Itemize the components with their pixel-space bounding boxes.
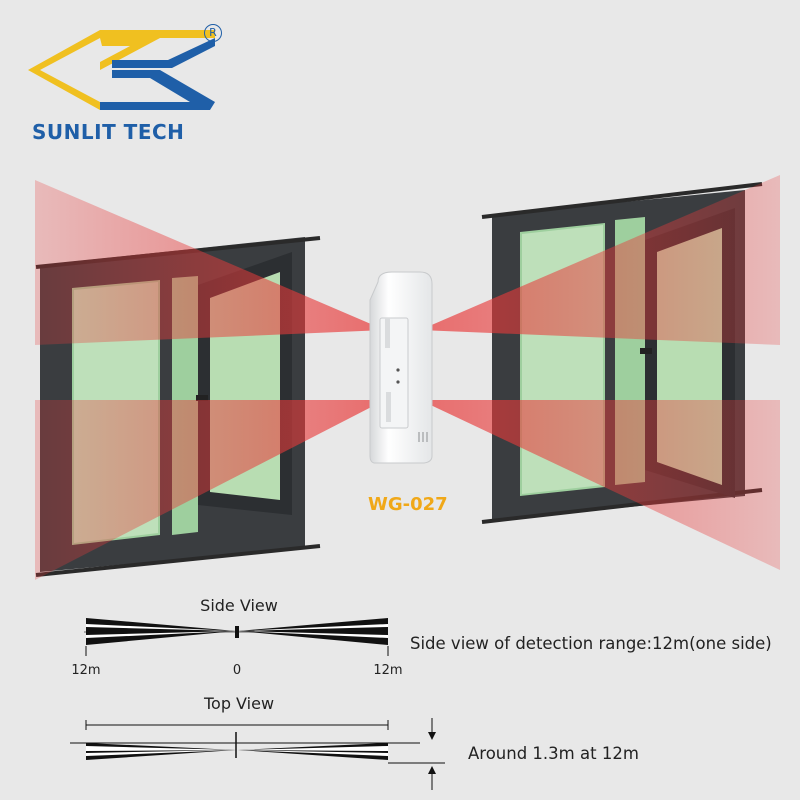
side-view-diagram	[84, 618, 389, 656]
top-view-diagram	[70, 720, 445, 764]
top-view-title: Top View	[203, 694, 275, 713]
side-view-right-label: 12m	[373, 663, 403, 678]
logo-mark	[28, 30, 215, 110]
dimension-arrows	[428, 718, 436, 790]
brand-name: SUNLIT TECH	[32, 120, 185, 144]
registered-trademark-icon: R	[204, 24, 222, 42]
model-number: WG-027	[368, 494, 448, 515]
side-view-left-label: 12m	[71, 663, 101, 678]
side-view-title: Side View	[200, 596, 278, 615]
side-view-description: Side view of detection range:12m(one sid…	[410, 634, 772, 653]
sensor-device	[369, 271, 433, 464]
side-view-center-label: 0	[232, 663, 242, 678]
left-detection-beams	[35, 180, 385, 580]
top-view-description: Around 1.3m at 12m	[468, 744, 639, 763]
right-detection-beams	[420, 175, 780, 570]
